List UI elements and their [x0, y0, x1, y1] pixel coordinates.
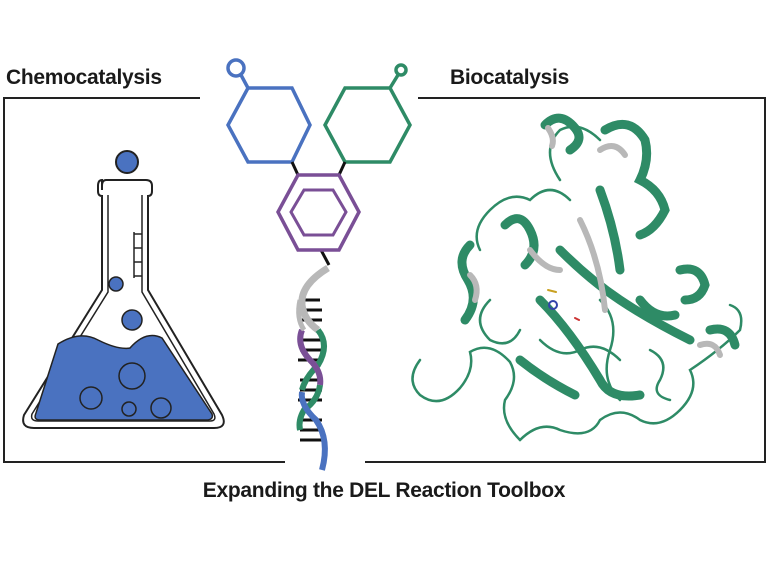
purple-ring: [276, 173, 361, 252]
green-ring: [323, 63, 412, 164]
caption: Expanding the DEL Reaction Toolbox: [202, 479, 566, 502]
protein-structure-image: [411, 113, 743, 442]
dna-icon: [296, 265, 330, 471]
chemocatalysis-label: Chemocatalysis: [6, 66, 162, 89]
biocatalysis-label: Biocatalysis: [450, 66, 569, 89]
molecule-icon: [226, 58, 412, 266]
flask-icon: [22, 150, 225, 429]
blue-ring: [226, 58, 312, 164]
frame: [3, 97, 766, 463]
